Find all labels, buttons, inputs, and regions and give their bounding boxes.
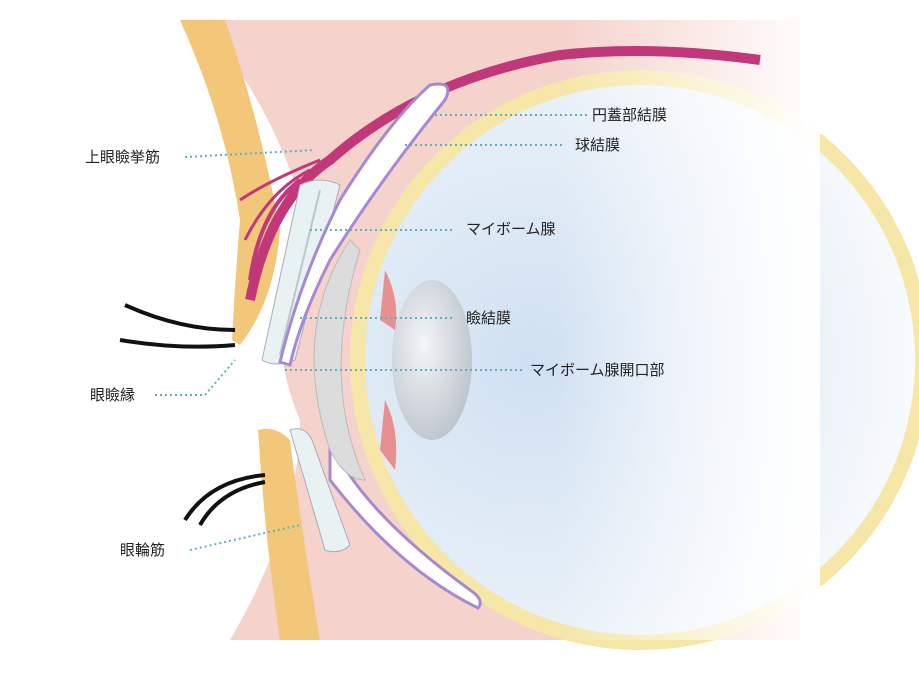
label-meibomian-gland: マイボーム腺 xyxy=(466,220,556,238)
label-bulbar-conjunctiva: 球結膜 xyxy=(575,136,621,154)
label-meibomian-orifice: マイボーム腺開口部 xyxy=(530,361,665,379)
lens xyxy=(392,280,472,440)
label-orbicularis-muscle: 眼輪筋 xyxy=(120,541,166,559)
upper-conjunctiva xyxy=(278,82,450,367)
cornea xyxy=(313,239,366,481)
label-fornix-conjunctiva: 円蓋部結膜 xyxy=(592,106,668,124)
label-eyelid-margin: 眼瞼縁 xyxy=(90,386,136,404)
skin-lower-lid xyxy=(258,428,320,640)
label-levator-muscle: 上眼瞼挙筋 xyxy=(85,148,161,166)
label-palpebral-conjunctiva: 瞼結膜 xyxy=(466,309,512,327)
lower-conjunctiva xyxy=(328,439,482,610)
lower-eyelashes xyxy=(183,473,266,526)
leader-lines xyxy=(155,114,588,551)
upper-eyelashes xyxy=(119,303,236,349)
